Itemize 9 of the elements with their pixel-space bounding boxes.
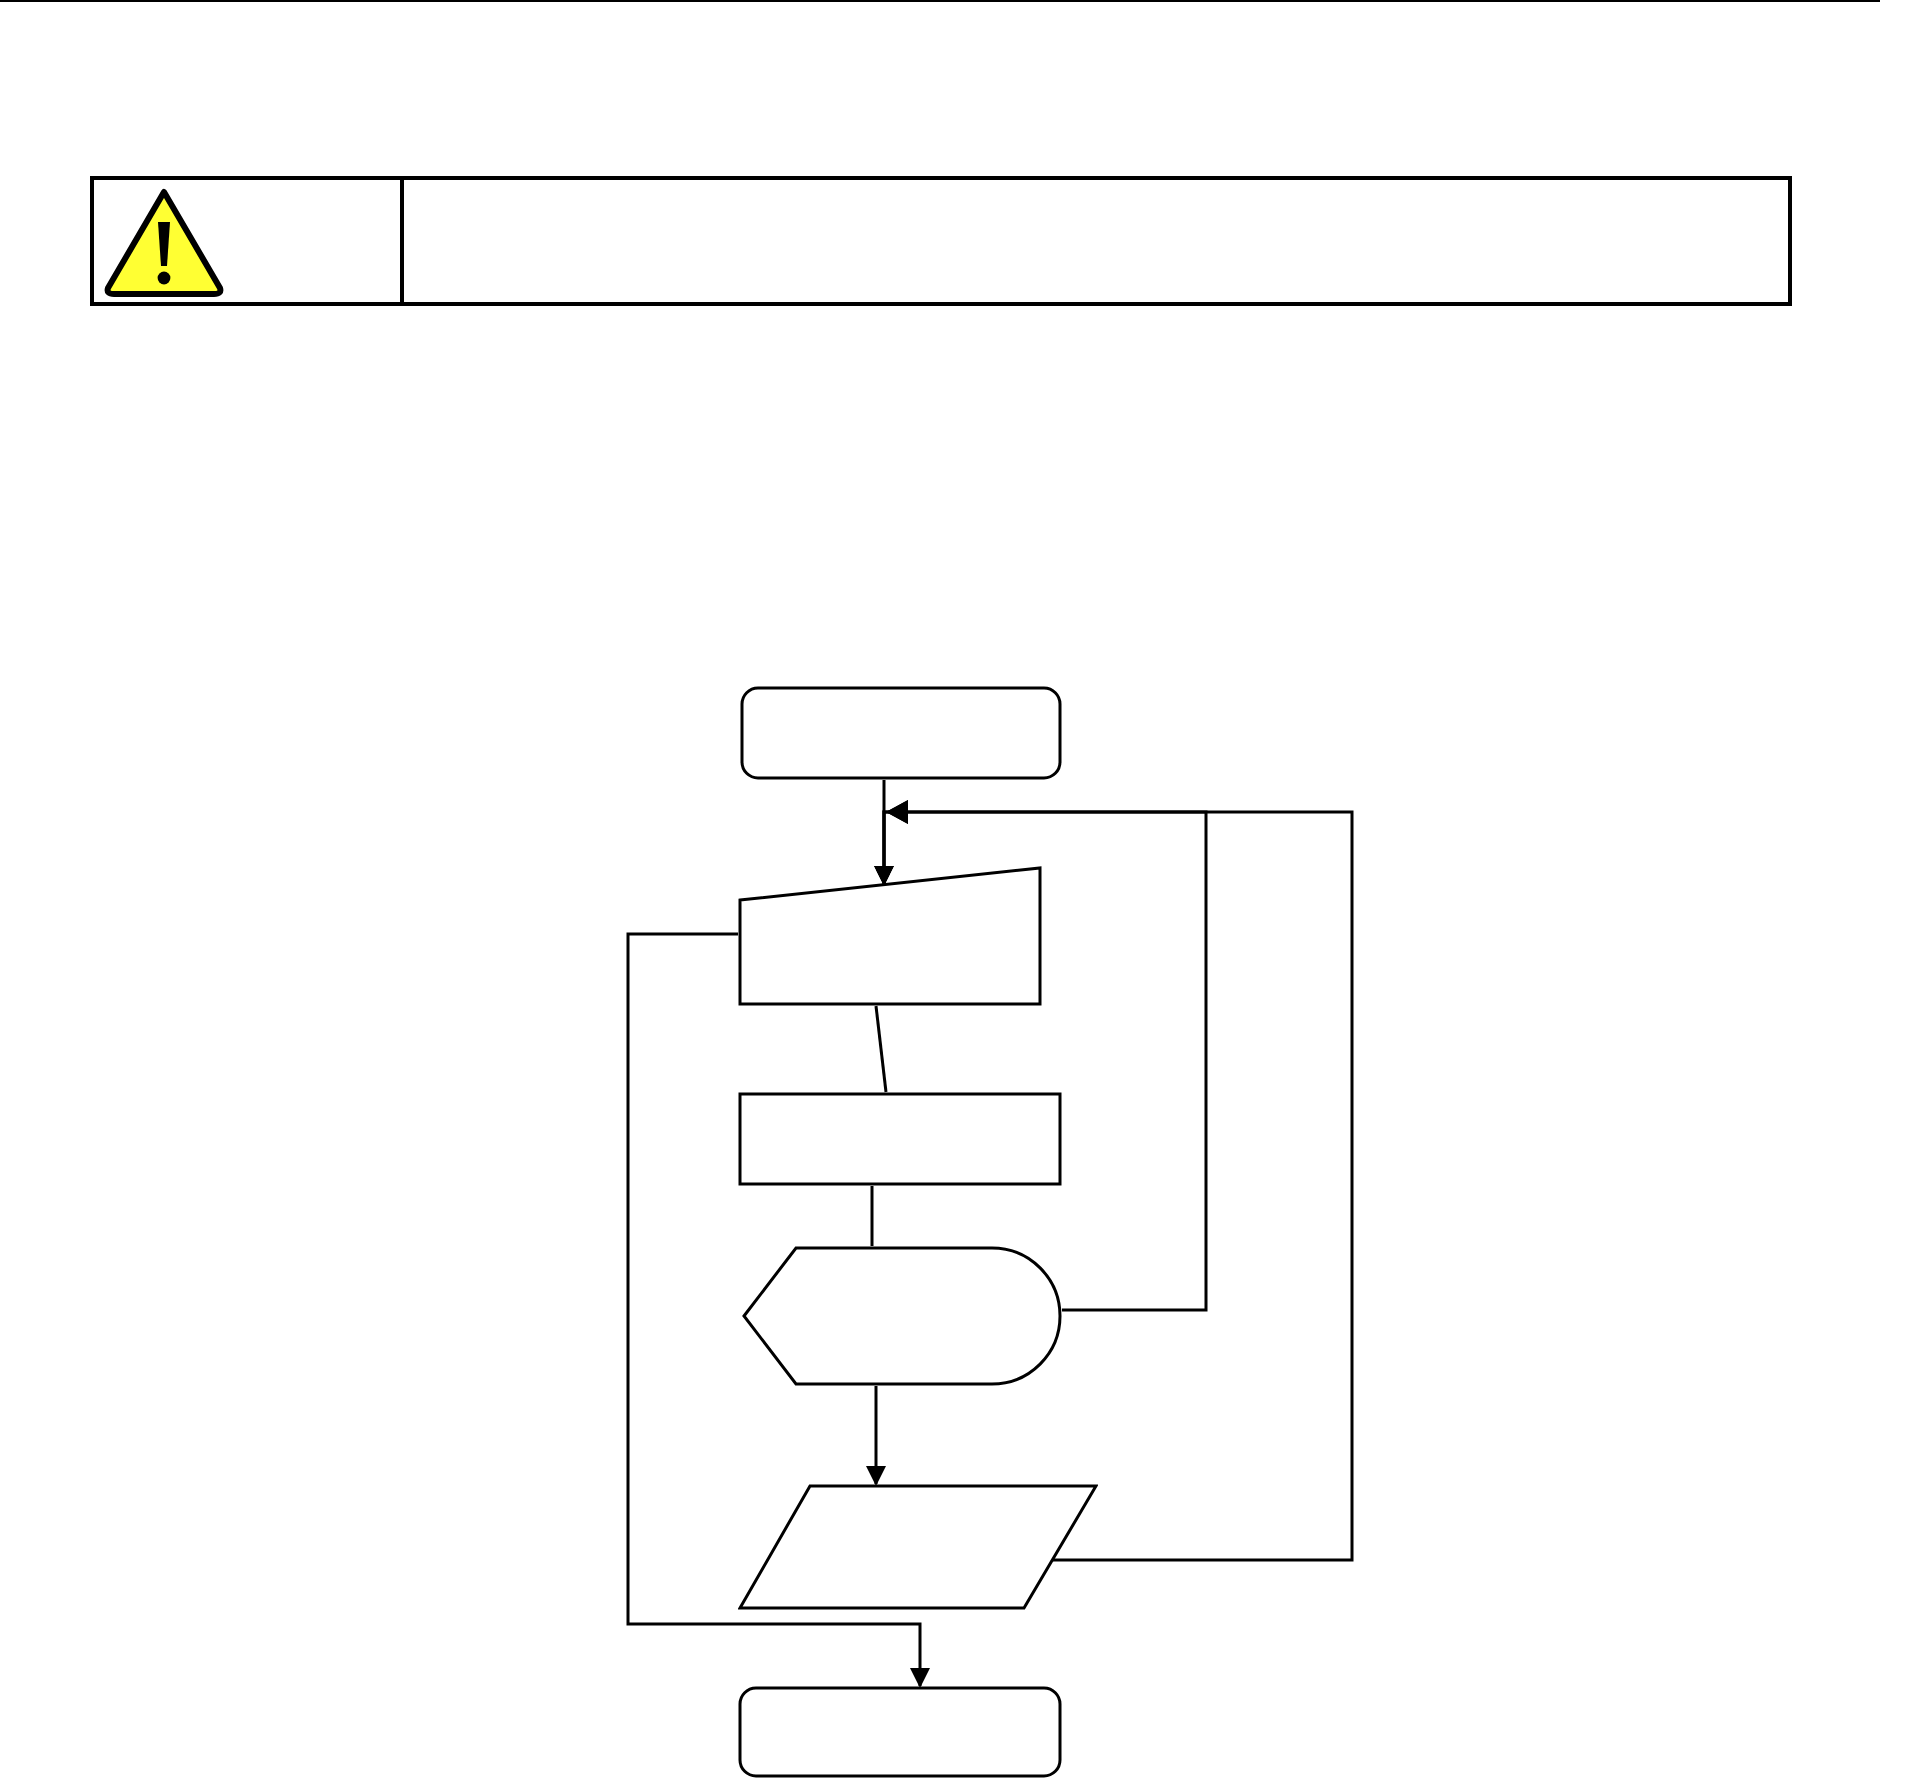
connector-arrow: [874, 800, 1354, 1562]
manual-input-shape: [738, 866, 1042, 1006]
connector-arrow: [626, 932, 930, 1688]
data-parallelogram: [738, 1484, 1098, 1610]
terminator-shape: [738, 1686, 1062, 1778]
terminator-shape: [740, 686, 1062, 780]
connector-arrow: [866, 1386, 886, 1486]
display-shape: [742, 1246, 1062, 1386]
process-box: [738, 1092, 1062, 1186]
